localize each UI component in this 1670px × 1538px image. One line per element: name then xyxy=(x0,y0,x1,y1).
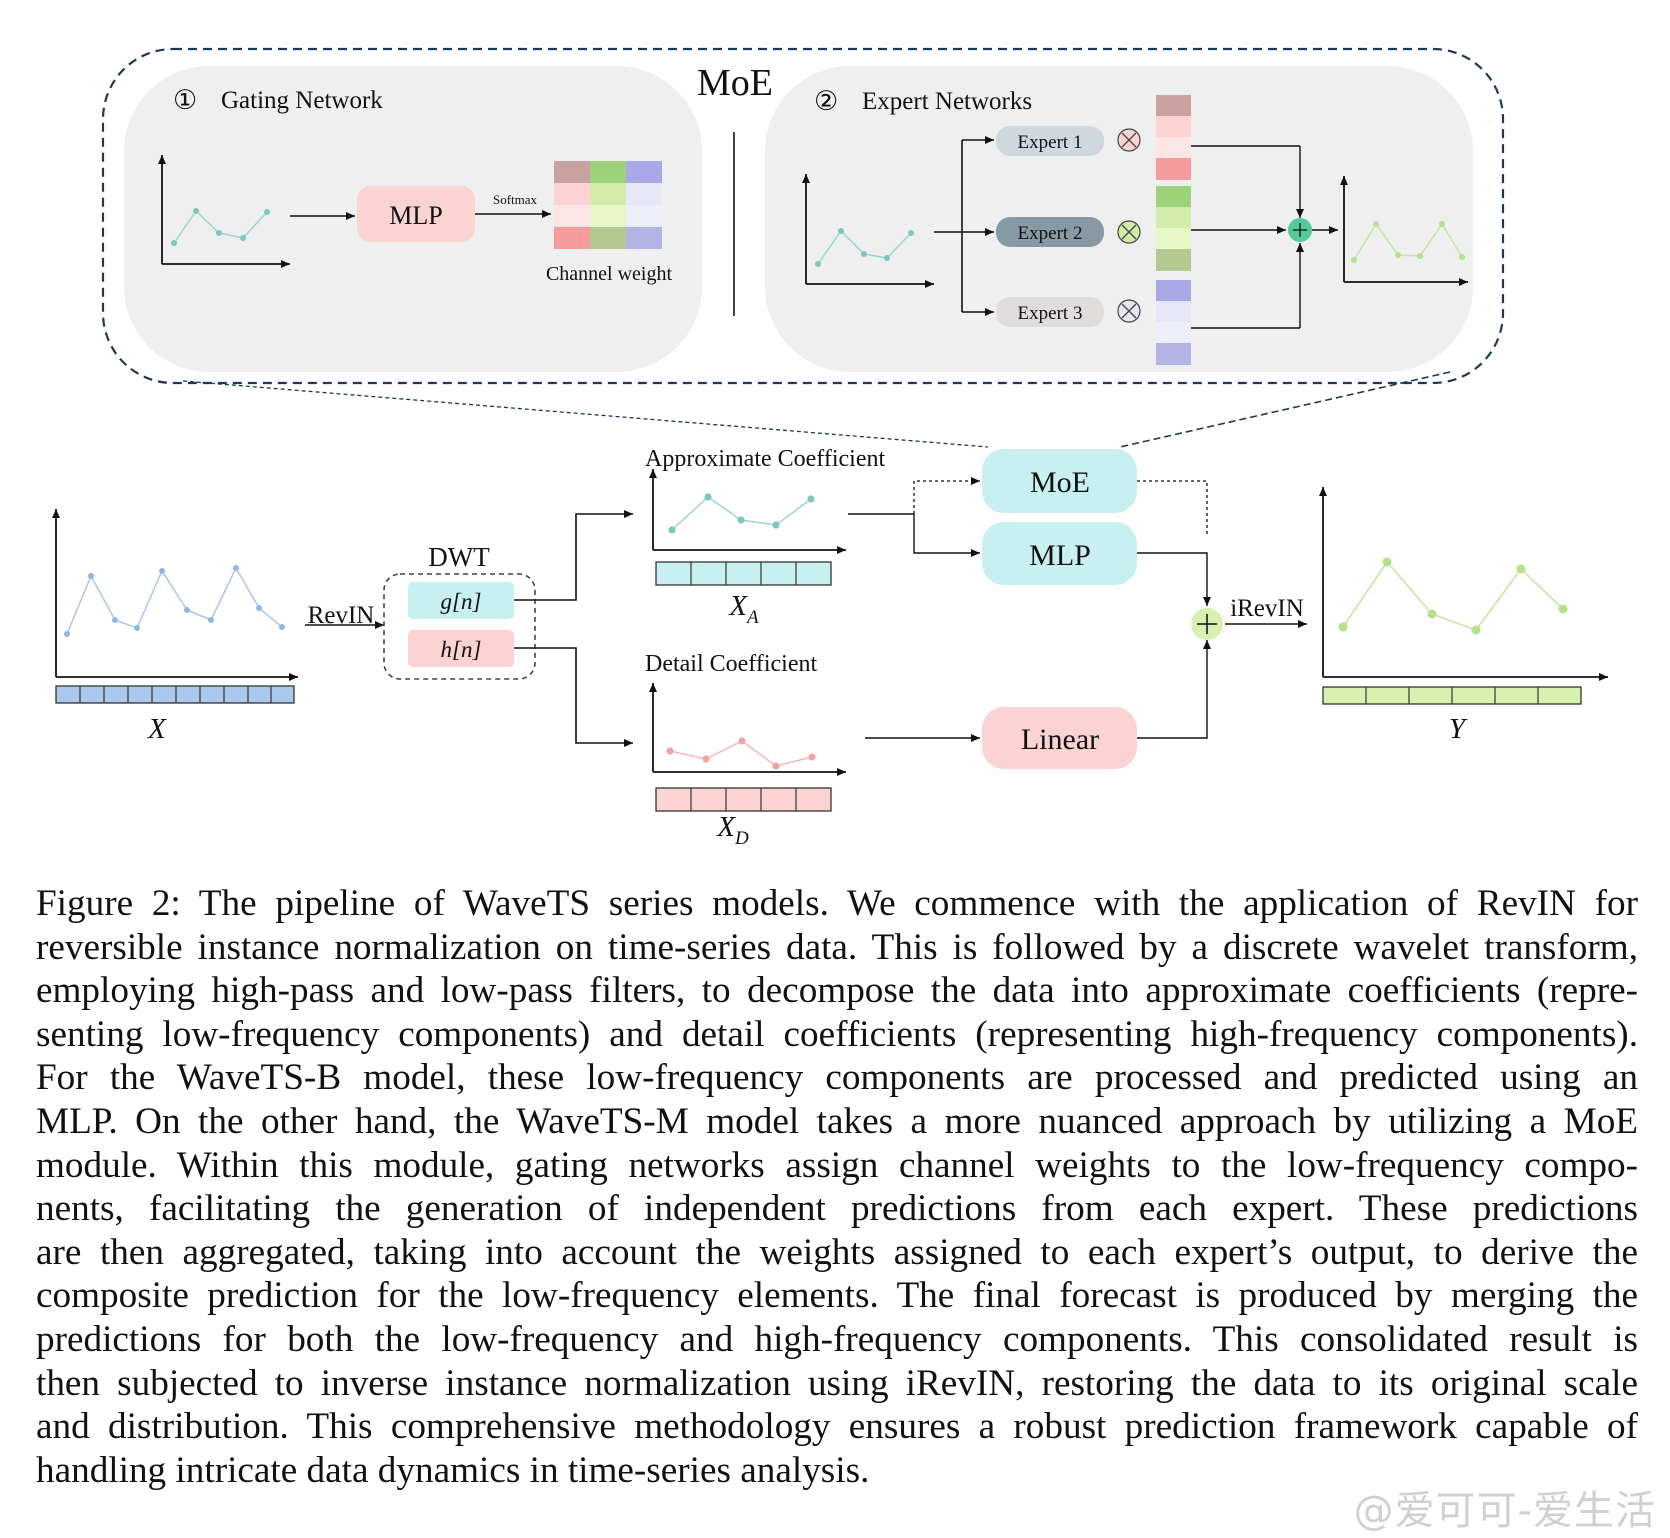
multiply-icon xyxy=(1117,220,1141,244)
caption-line: predictions for both the low-frequency a… xyxy=(36,1318,1638,1360)
gating-number: ① xyxy=(173,85,197,116)
expert-input-plot xyxy=(802,174,934,288)
detail-label: XD xyxy=(716,811,749,849)
h-filter-block xyxy=(408,630,514,667)
caption-line: employing high-pass and low-pass filters… xyxy=(36,970,1638,1012)
approx-title: Approximate Coefficient xyxy=(645,446,885,472)
expert-networks-panel xyxy=(765,66,1473,372)
caption-line: composite prediction for the low-frequen… xyxy=(36,1275,1638,1317)
output-label: Y xyxy=(1449,713,1468,745)
g-filter-block xyxy=(408,582,514,619)
softmax-label: Softmax xyxy=(493,192,538,207)
expert-3-label: Expert 3 xyxy=(1018,303,1083,324)
moe-detail-panel xyxy=(101,47,1505,385)
expert-weight-column-3 xyxy=(1156,280,1191,365)
gating-input-plot xyxy=(158,155,290,268)
approx-coefficient-plot xyxy=(649,469,846,554)
approx-sequence-bar xyxy=(655,561,832,586)
mlp-block xyxy=(982,522,1137,585)
moe-block-label: MoE xyxy=(1030,466,1090,499)
expert-output-plot xyxy=(1340,176,1468,286)
mlp-block-label: MLP xyxy=(1029,539,1091,572)
detail-coefficient-plot xyxy=(649,683,846,776)
expert-1-label: Expert 1 xyxy=(1018,132,1083,153)
dwt-block xyxy=(383,573,536,680)
expert-1-block xyxy=(996,126,1104,156)
g-filter-label: g[n] xyxy=(441,589,482,614)
expert-2-label: Expert 2 xyxy=(1018,223,1083,244)
caption-line: module. Within this module, gating netwo… xyxy=(36,1144,1638,1186)
expert-3-block xyxy=(996,297,1104,327)
multiply-icon xyxy=(1117,128,1141,152)
expert-2-block xyxy=(996,217,1104,247)
irevin-label: iRevIN xyxy=(1230,595,1304,622)
gating-title: Gating Network xyxy=(221,87,383,114)
channel-weight-label: Channel weight xyxy=(546,263,673,285)
caption-line: Figure 2: The pipeline of WaveTS series … xyxy=(36,883,1638,924)
caption-line: are then aggregated, taking into account… xyxy=(36,1231,1638,1273)
input-sequence-bar xyxy=(55,685,295,704)
channel-weight-grid xyxy=(554,161,662,249)
merge-sum-icon xyxy=(1191,608,1223,640)
gating-mlp-block xyxy=(357,186,475,242)
caption-line: nents, facilitating the generation of in… xyxy=(36,1188,1638,1230)
expert-weight-column-2 xyxy=(1156,186,1191,271)
caption-line: then subjected to inverse instance norma… xyxy=(36,1362,1638,1404)
gating-mlp-label: MLP xyxy=(389,201,442,230)
caption-line: and distribution. This comprehensive met… xyxy=(36,1406,1638,1448)
caption-line: reversible instance normalization on tim… xyxy=(36,926,1638,968)
experts-title: Expert Networks xyxy=(862,88,1032,115)
input-label: X xyxy=(147,713,167,745)
sum-icon xyxy=(1288,218,1312,242)
detail-sequence-bar xyxy=(655,787,832,812)
expert-weight-column-1 xyxy=(1156,95,1191,180)
watermark: @爱可可-爱生活 xyxy=(1353,1488,1656,1534)
approx-label: XA xyxy=(728,590,759,628)
output-series-plot xyxy=(1319,487,1608,681)
dwt-label: DWT xyxy=(428,542,490,572)
linear-block-label: Linear xyxy=(1021,723,1099,756)
linear-block xyxy=(982,707,1137,769)
output-sequence-bar xyxy=(1322,686,1582,705)
h-filter-label: h[n] xyxy=(441,637,482,662)
detail-title: Detail Coefficient xyxy=(645,651,817,677)
caption-line: handling intricate data dynamics in time… xyxy=(36,1449,870,1491)
experts-number: ② xyxy=(814,86,838,117)
moe-block xyxy=(982,449,1137,513)
input-series-plot xyxy=(52,509,298,681)
moe-panel-title: MoE xyxy=(697,62,773,104)
caption-line: For the WaveTS-B model, these low-freque… xyxy=(36,1057,1638,1099)
multiply-icon xyxy=(1117,299,1141,323)
pipeline-figure: MoE ① Gating Network MLP Softmax Channel… xyxy=(52,47,1608,849)
caption-line: senting low-frequency components) and de… xyxy=(36,1013,1638,1055)
caption-line: MLP. On the other hand, the WaveTS-M mod… xyxy=(36,1100,1638,1142)
figure-caption: Figure 2: The pipeline of WaveTS series … xyxy=(36,882,1638,1492)
